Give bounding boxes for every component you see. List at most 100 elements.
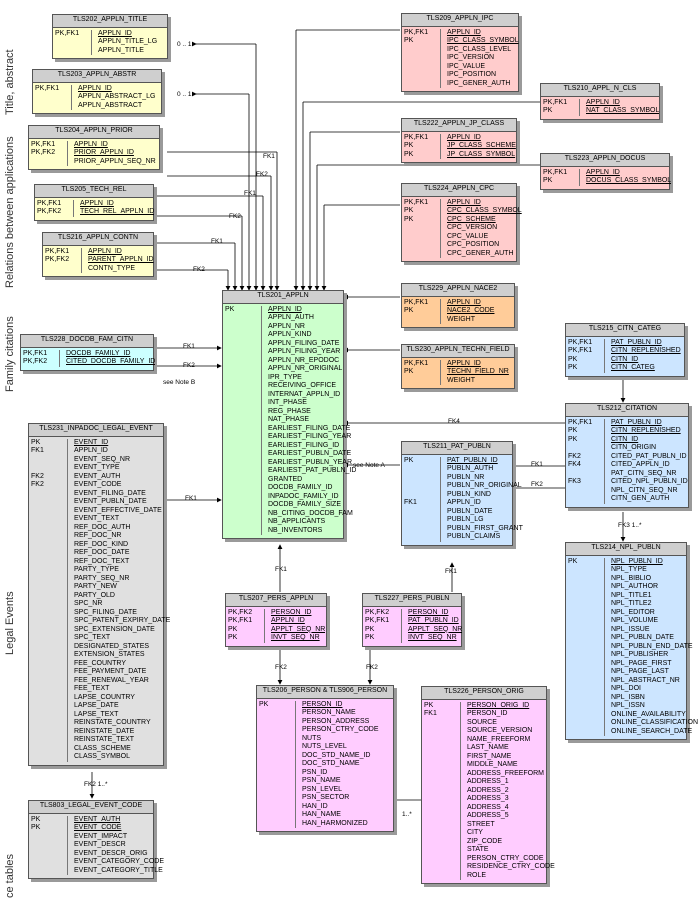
key-cell: PK — [404, 456, 414, 464]
label-fk1-204: FK1 — [263, 153, 275, 160]
field-name: FEE_TEXT — [74, 685, 110, 692]
field-name: EVENT_CODE — [74, 824, 122, 831]
key-cell: PK,FK1 — [568, 338, 593, 346]
field-name: APPLN_ID — [74, 140, 108, 148]
field-name: JP_CLASS_SYMBOL — [447, 150, 516, 158]
field-name: WEIGHT — [447, 315, 475, 323]
key-cell: PK,FK2 — [228, 608, 253, 616]
key-cell: PK — [543, 177, 553, 184]
field-row: REF_DOC_DATE — [74, 549, 170, 558]
field-row: EVENT_FILING_DATE — [74, 490, 170, 499]
key-cell: PK — [543, 107, 553, 114]
key-cell — [259, 794, 293, 803]
key-cell — [259, 726, 293, 735]
field-name: APPLN_ID — [74, 447, 108, 454]
key-cell: PK,FK2 — [31, 149, 56, 156]
key-cell — [225, 399, 259, 408]
key-cell — [404, 241, 438, 250]
field-row: APPLN_ID — [447, 134, 516, 143]
key-cell — [568, 651, 602, 660]
key-cell — [225, 382, 259, 391]
field-name: PSN_ID — [302, 768, 328, 776]
key-cell: PK,FK1 — [23, 349, 48, 357]
field-name: PAT_CITN_SEQ_NR — [611, 469, 677, 477]
field-name: APPLN_FILING_YEAR — [268, 348, 341, 355]
field-name: IPC_CLASS_SYMBOL — [447, 37, 519, 44]
field-name: PUBLN_DATE — [447, 507, 493, 515]
field-row: EVENT_EFFECTIVE_DATE — [74, 507, 170, 516]
field-row: HAN_HARMONIZED — [302, 820, 391, 829]
key-cell — [404, 316, 438, 325]
field-row: DOCDB_FAMILY_ID — [268, 484, 356, 493]
key-cell — [568, 685, 602, 694]
field-row: NPL_ISBN — [611, 694, 698, 703]
field-name: PRIOR_APPLN_ID — [74, 149, 134, 156]
field-name: CPC_GENER_AUTH — [447, 249, 514, 257]
key-cell — [424, 804, 458, 813]
key-cell — [225, 484, 259, 493]
field-row: CITED_PAT_PUBLN_ID — [611, 453, 688, 462]
field-name: SOURCE_VERSION — [467, 727, 533, 734]
field-row: CPC_POSITION — [447, 241, 522, 250]
field-row: PERSON_ID — [467, 710, 555, 719]
field-name: EARLIEST_PUBLN_DATE — [268, 450, 352, 457]
table-title: TLS229_APPLN_NACE2 — [402, 284, 514, 297]
key-cell: PK — [404, 150, 414, 158]
field-row: APPLN_ID — [447, 199, 522, 208]
field-name: PERSON_CTRY_CODE — [467, 854, 544, 862]
field-name: REINSTATE_TEXT — [74, 736, 135, 743]
field-name: PARTY_TYPE — [74, 566, 119, 573]
key-cell — [225, 425, 259, 434]
field-row: LAPSE_COUNTRY — [74, 694, 170, 703]
key-cell — [568, 677, 602, 686]
field-name: APPLN_TITLE — [98, 46, 144, 54]
field-name: JP_CLASS_SCHEME — [447, 142, 516, 149]
field-name: INVT_SEQ_NR — [408, 634, 457, 641]
key-cell — [424, 812, 458, 821]
field-row: EVENT_PUBLN_DATE — [74, 498, 170, 507]
field-name: APPLN_ID — [586, 98, 620, 106]
key-cell — [424, 787, 458, 796]
key-cell — [31, 643, 65, 652]
table-title: TLS227_PERS_PUBLN — [363, 594, 461, 607]
field-name: APPLN_ABSTRACT — [78, 101, 143, 109]
field-row: INVT_SEQ_NR — [271, 634, 325, 643]
field-name: REINSTATE_DATE — [74, 727, 135, 735]
key-cell — [225, 518, 259, 527]
field-name: RESIDENCE_CTRY_CODE — [467, 863, 555, 870]
field-name: NPL_ABSTRACT_NR — [611, 676, 680, 684]
table-title: TLS222_APPLN_JP_CLASS — [402, 119, 516, 132]
key-cell — [404, 482, 438, 491]
field-name: FEE_RENEWAL_YEAR — [74, 676, 149, 684]
field-name: EVENT_AUTH — [74, 472, 121, 480]
field-name: EARLIEST_PAT_PUBLN_ID — [268, 467, 357, 474]
key-cell — [568, 609, 602, 618]
field-name: DOCDB_FAMILY_ID — [268, 484, 333, 491]
field-name: INTERNAT_APPLN_ID — [268, 390, 341, 398]
field-row: PSN_SECTOR — [302, 794, 391, 803]
